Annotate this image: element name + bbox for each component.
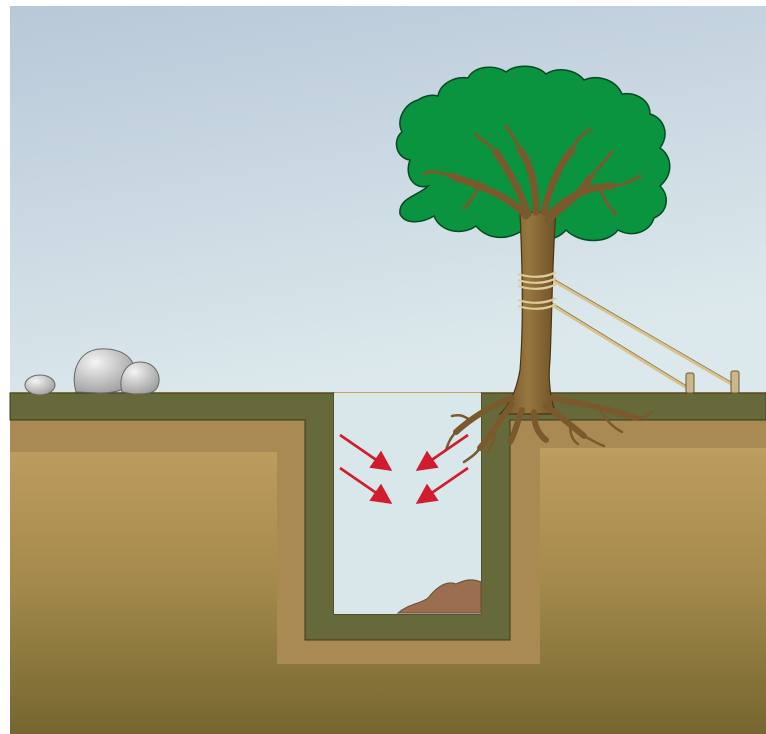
trench-diagram xyxy=(0,0,766,734)
